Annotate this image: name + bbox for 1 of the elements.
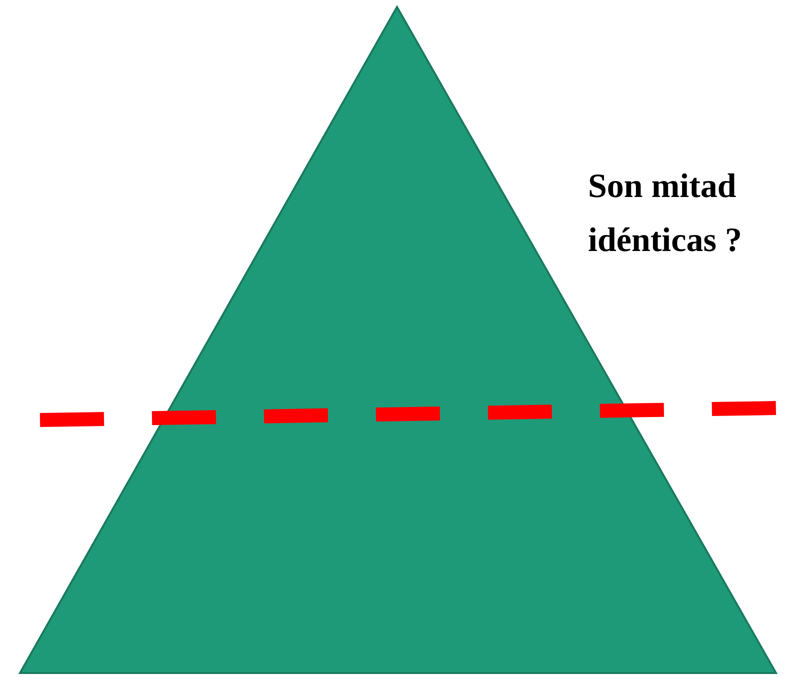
question-text: Son mitad idénticas ?	[588, 167, 743, 262]
